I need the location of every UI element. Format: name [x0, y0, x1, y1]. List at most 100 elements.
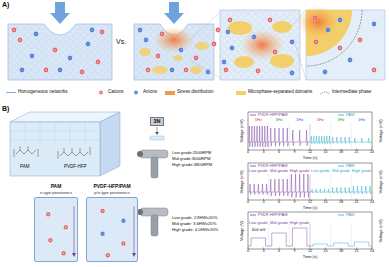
charge-sign [291, 42, 294, 43]
anion [348, 58, 353, 63]
legend-text: Microphase-separated domains [248, 90, 312, 95]
charge-sign [49, 240, 51, 241]
axis-tick: 15 [323, 151, 327, 155]
tick-mark [341, 149, 342, 151]
speed-setting: Mid grade:3000RPM [172, 157, 210, 161]
tick-mark [279, 248, 280, 250]
charge-sign [374, 69, 375, 72]
charge-sign [360, 39, 361, 42]
axis-title: Voltage (mV) [240, 170, 244, 193]
series-legend: PAM [346, 164, 354, 168]
column-body [86, 197, 138, 262]
ion-flow-arrow [74, 206, 75, 255]
anion [86, 42, 91, 47]
tick-mark [294, 149, 295, 151]
axis-tick: 6 [278, 250, 280, 254]
charge-sign [207, 72, 210, 73]
anion [134, 91, 138, 95]
axis-title: Time (s) [303, 206, 318, 210]
tick-mark [279, 199, 280, 201]
axis-tick: 12 [308, 201, 312, 205]
block-side [100, 112, 120, 176]
axis-title: Voltage (mV) [379, 170, 383, 193]
charge-sign [229, 20, 232, 21]
charge-sign [339, 48, 342, 49]
series-legend: PVDF-HFP/PAM [258, 164, 287, 168]
charge-sign [171, 70, 174, 71]
anion [226, 30, 231, 35]
charge-sign [327, 30, 330, 31]
axis-tick: 15 [323, 250, 327, 254]
anion [372, 22, 377, 27]
legend-sample [6, 92, 16, 93]
press-arrow [164, 2, 184, 24]
grade-label: Mid grade [332, 169, 350, 173]
charge-sign [161, 34, 164, 35]
chart-frame [248, 212, 372, 249]
tick-mark [248, 199, 249, 201]
massage-head [137, 151, 143, 157]
axis-tick: 9 [293, 201, 295, 205]
segment-divider [330, 224, 331, 249]
charge-sign [147, 70, 150, 71]
grade-label: High grade [290, 221, 310, 225]
power-setting: High grade: 4.0HW±20% [172, 228, 218, 232]
charge-sign [63, 252, 64, 254]
charge-sign [31, 56, 34, 57]
segment-divider [351, 224, 352, 249]
anion [230, 46, 235, 51]
anion [100, 232, 104, 236]
domain [173, 55, 183, 61]
segment-divider [289, 175, 290, 200]
charge-sign [195, 58, 198, 59]
chart-frame [248, 163, 372, 200]
charge-sign [102, 31, 103, 34]
tick-mark [356, 149, 357, 151]
legend-sample [250, 115, 256, 116]
charge-sign [101, 91, 102, 93]
anion [290, 71, 295, 76]
charge-sign [101, 233, 103, 234]
charge-sign [81, 72, 84, 73]
legend-text: Anions [143, 90, 157, 95]
axis-tick: 24 [370, 201, 374, 205]
charge-sign [291, 73, 294, 74]
charge-sign [340, 47, 341, 50]
axis-tick: 3 [262, 250, 264, 254]
charge-sign [47, 214, 49, 215]
segment-divider [268, 124, 269, 150]
axis-tick: 21 [354, 201, 358, 205]
axis-title: Voltage (mV) [379, 119, 383, 142]
anion [20, 68, 25, 73]
segment-divider [330, 175, 331, 200]
axis-tick: 24 [370, 151, 374, 155]
polymer-name: PVDF-HFP [64, 165, 87, 170]
charge-sign [14, 29, 15, 32]
charge-sign [48, 213, 49, 215]
segment-divider [310, 224, 311, 249]
charge-sign [123, 242, 124, 244]
anion [144, 38, 149, 43]
charge-sign [59, 70, 62, 71]
tick-mark [372, 149, 373, 151]
axis-tick: 12 [308, 250, 312, 254]
frequency-label: 5Hz [317, 118, 324, 122]
column-note: n-type piezoionics [40, 191, 72, 195]
tick-mark [294, 248, 295, 250]
charge-sign [218, 29, 219, 32]
tick-mark [248, 248, 249, 250]
charge-sign [107, 254, 108, 256]
tick-mark [356, 248, 357, 250]
charge-sign [87, 44, 90, 45]
weight-label: 3N [153, 119, 160, 125]
charge-sign [231, 48, 234, 49]
grade-label: Mid grade [270, 169, 288, 173]
pam-structure [16, 150, 36, 154]
panel-letter: A) [2, 1, 9, 8]
signal-trace [248, 174, 310, 197]
speed-setting: High grade:3800RPM [172, 163, 212, 167]
tick-mark [279, 149, 280, 151]
charge-sign [359, 40, 362, 41]
charge-sign [148, 69, 149, 72]
series-legend: PAM [346, 113, 354, 117]
